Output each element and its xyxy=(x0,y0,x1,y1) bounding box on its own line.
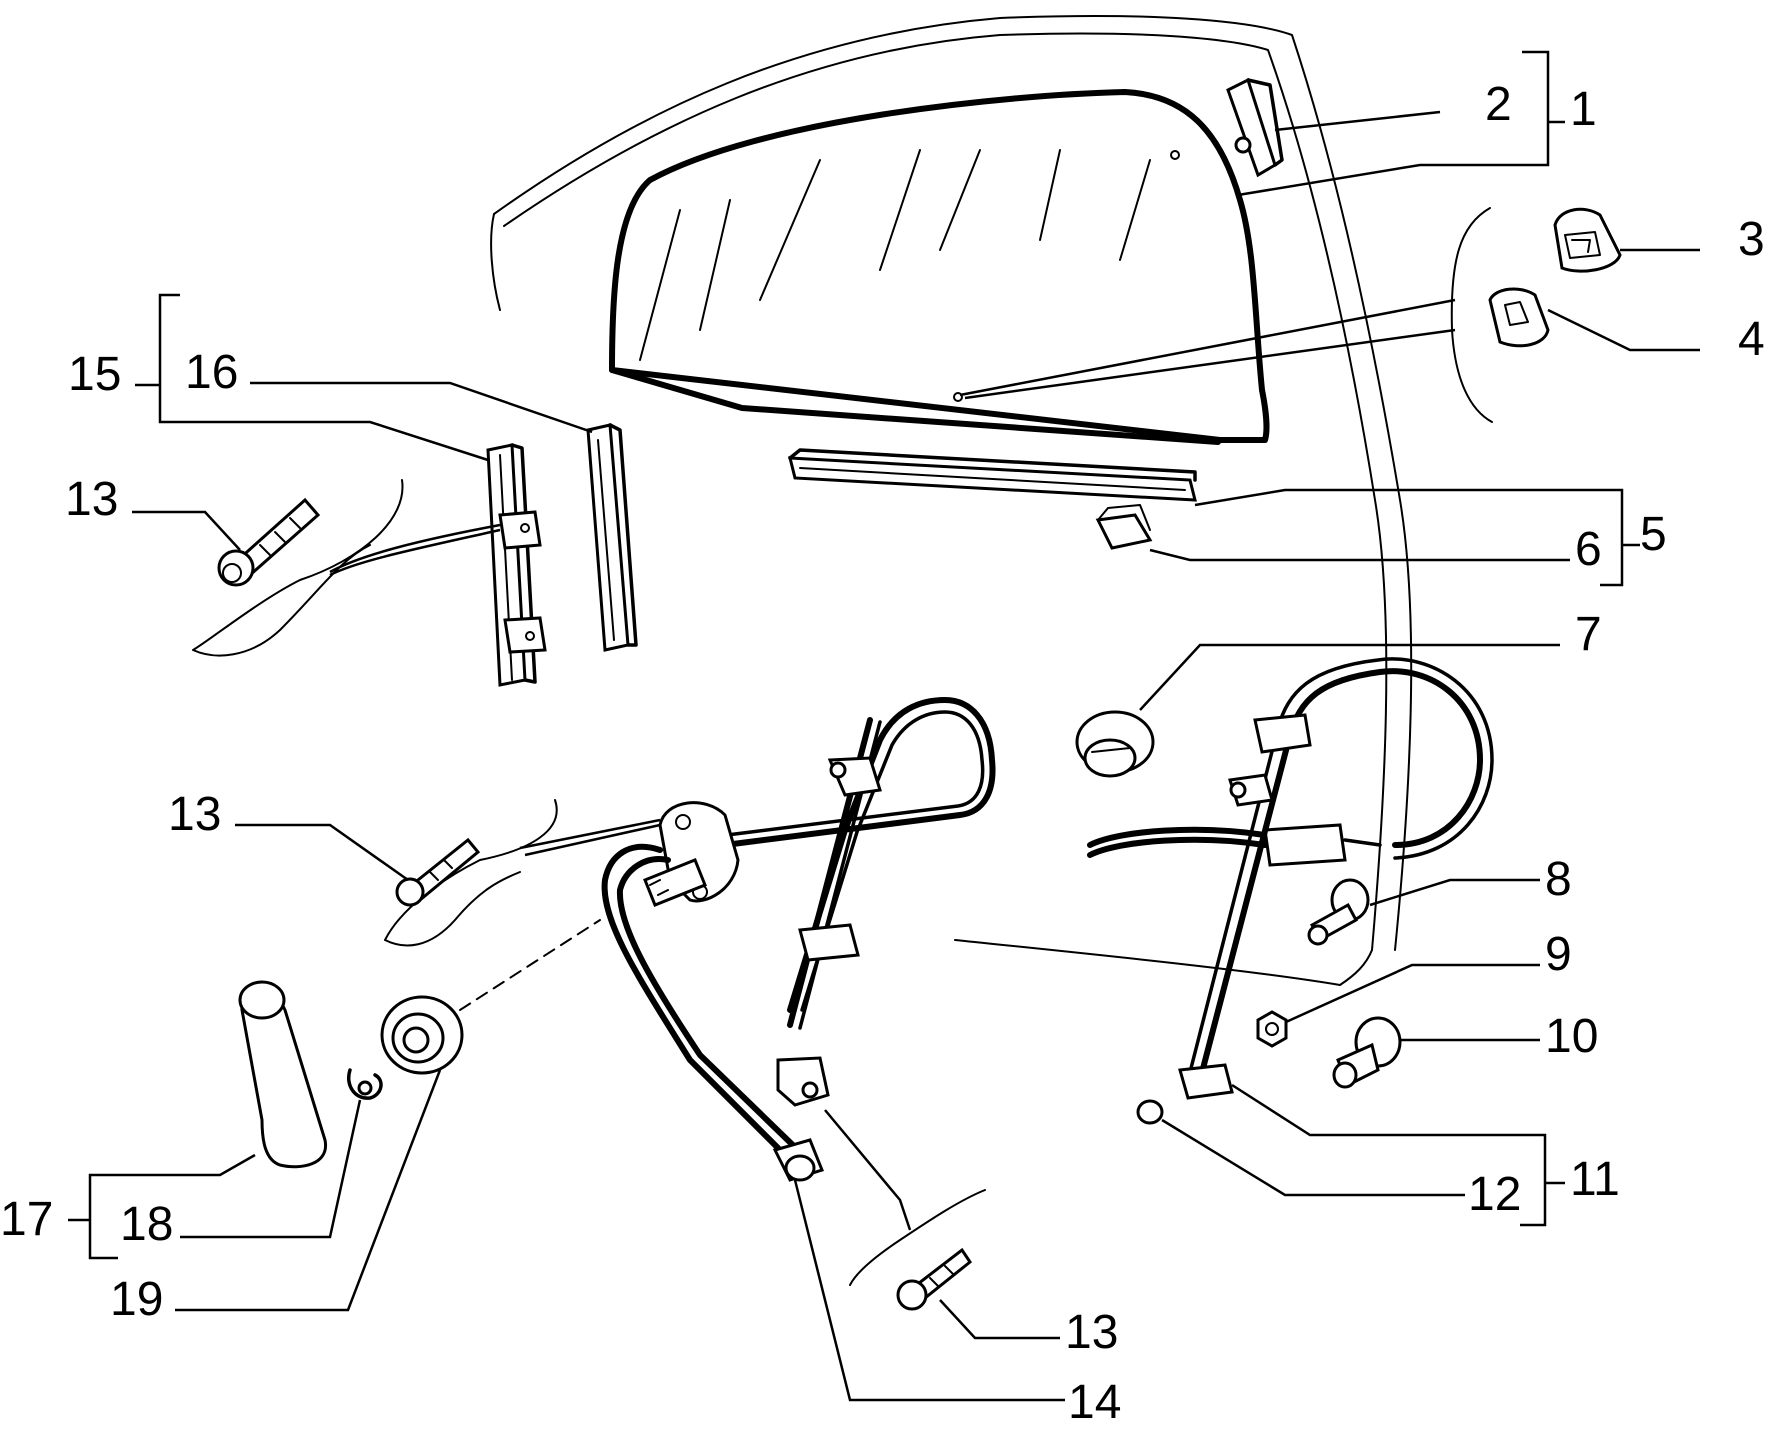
callout-15: 15 xyxy=(68,348,121,401)
retaining-clip xyxy=(347,1068,383,1100)
front-guide-rail xyxy=(586,423,638,652)
callout-13-top: 13 xyxy=(65,473,118,526)
callout-18: 18 xyxy=(120,1198,173,1251)
callout-11: 11 xyxy=(1570,1153,1620,1206)
knob-panel-outline xyxy=(1450,207,1493,423)
glass-clip xyxy=(1226,77,1284,178)
stud-8 xyxy=(1307,878,1370,946)
grommet-10 xyxy=(1332,1016,1402,1089)
callout-9: 9 xyxy=(1545,928,1572,981)
bolt-top-left xyxy=(217,497,321,587)
door-outline xyxy=(490,14,1413,986)
crank-bezel xyxy=(380,995,464,1075)
callout-labels: 1 2 3 4 5 6 7 8 9 10 11 12 13 13 13 14 1… xyxy=(0,78,1765,1429)
cable-tie-7 xyxy=(1075,710,1155,778)
callout-17: 17 xyxy=(0,1193,53,1246)
callout-6: 6 xyxy=(1575,523,1602,576)
bolt-panel-outline xyxy=(849,1189,986,1286)
lock-button xyxy=(1488,287,1550,348)
lower-channel xyxy=(788,448,1197,550)
nut-9 xyxy=(1256,1010,1288,1048)
callout-2: 2 xyxy=(1485,78,1512,131)
callout-4: 4 xyxy=(1738,313,1765,366)
window-glass xyxy=(609,89,1270,445)
callout-13-middle: 13 xyxy=(168,788,221,841)
bolt-middle-left xyxy=(395,837,481,907)
callout-16: 16 xyxy=(185,346,238,399)
callout-19: 19 xyxy=(110,1273,163,1326)
callout-1: 1 xyxy=(1570,83,1597,136)
door-pull-knob xyxy=(1553,207,1622,273)
callout-7: 7 xyxy=(1575,608,1602,661)
window-crank-handle xyxy=(238,980,327,1169)
rail-panel-outline xyxy=(192,479,404,657)
callout-12: 12 xyxy=(1468,1168,1521,1221)
callout-5: 5 xyxy=(1640,508,1667,561)
bolt-bottom xyxy=(896,1247,973,1311)
leader-lines xyxy=(68,50,1700,1402)
handle-axis-dashline xyxy=(459,919,601,1011)
rear-guide-rail xyxy=(486,443,547,687)
callout-10: 10 xyxy=(1545,1010,1598,1063)
window-regulator xyxy=(601,697,996,1182)
regulator-panel-outline xyxy=(384,799,558,947)
callout-14: 14 xyxy=(1068,1376,1121,1429)
callout-8: 8 xyxy=(1545,853,1572,906)
electric-regulator xyxy=(1087,657,1494,1125)
callout-13-bottom: 13 xyxy=(1065,1306,1118,1359)
callout-3: 3 xyxy=(1738,213,1765,266)
